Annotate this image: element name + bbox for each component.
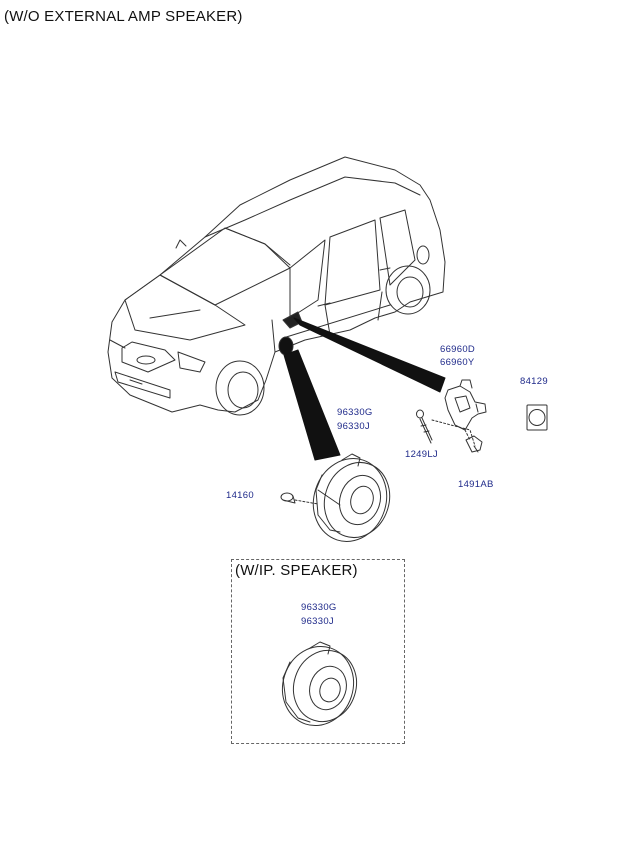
clip-illustration: [464, 429, 483, 453]
part-label-96330g[interactable]: 96330G: [337, 407, 373, 418]
part-label-96330j[interactable]: 96330J: [337, 421, 370, 432]
plug-illustration: [526, 404, 548, 431]
inset-part-label-96330g[interactable]: 96330G: [301, 602, 337, 613]
car-illustration: [107, 156, 446, 416]
tweeter-illustration: [444, 379, 487, 431]
speaker-illustration: [312, 453, 391, 542]
inset-part-label-96330j[interactable]: 96330J: [301, 616, 334, 627]
part-label-84129[interactable]: 84129: [520, 376, 548, 387]
part-label-14160[interactable]: 14160: [226, 490, 254, 501]
part-label-1491ab[interactable]: 1491AB: [458, 479, 494, 490]
leader-wedge-speaker: [283, 349, 341, 461]
grommet-illustration: [280, 492, 319, 505]
part-label-66960d[interactable]: 66960D: [440, 344, 476, 355]
part-label-1249lj[interactable]: 1249LJ: [405, 449, 438, 460]
inset-speaker-illustration: [281, 641, 358, 727]
leader-wedge-tweeter: [293, 317, 446, 393]
inset-title: (W/IP. SPEAKER): [235, 562, 358, 579]
page-title: (W/O EXTERNAL AMP SPEAKER): [4, 8, 243, 25]
bolt-illustration: [416, 409, 476, 447]
part-label-66960y[interactable]: 66960Y: [440, 357, 475, 368]
inset-box: [231, 559, 405, 744]
